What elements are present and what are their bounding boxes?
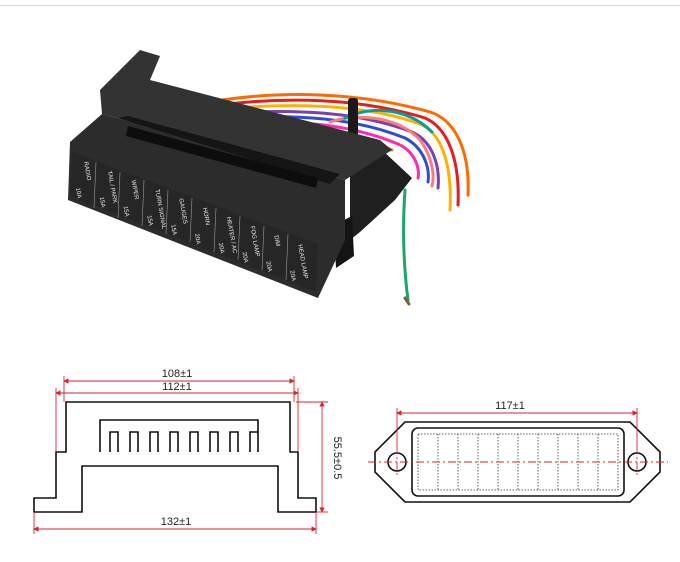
right-bracket [350,150,412,240]
fuse-label-panel [93,161,289,281]
side-view-outline [33,401,317,513]
dimension-132: 132±1 [161,516,192,528]
fuse-rating-0: 10A [74,187,82,199]
fuse-slots [109,431,258,452]
fuse-rating-1: 15A [98,197,106,209]
fuse-label-4: GAUGES [177,198,187,224]
cable-tie [348,98,358,140]
fuse-rating-9: 20A [288,270,296,282]
dimension-112: 112±1 [162,381,192,393]
fuse-label-1: TAIL / PARK [106,171,118,204]
fuse-label-5: HORN [201,207,210,225]
fuse-label-8: DIM [272,235,280,247]
top-divider [0,5,680,6]
fuse-slot-profile [99,419,259,452]
fuse-rating-5: 20A [193,233,201,245]
fuse-rating-4: 15A [169,224,177,236]
fuse-label-7: FOG LAMP [249,226,260,258]
fuse-rating-6: 20A [217,243,225,255]
fuse-rating-7: 20A [241,252,249,264]
top-view-outline [374,421,661,503]
fuse-rating-3: 15A [145,215,153,227]
dimension-117: 117±1 [495,400,525,412]
fuse-rating-2: 15A [122,206,130,218]
dimension-55-5: 55.5±0.5 [331,437,343,480]
fuse-label-0: RADIO [82,161,91,181]
top-view-dimensions [396,408,638,446]
dimension-108: 108±1 [162,368,193,380]
fuse-label-9: HEAD LAMP [296,244,308,279]
top-view-centerlines [368,446,668,478]
side-view-dimensions [33,376,328,534]
fuse-rating-8: 20A [264,261,272,273]
top-flange [100,50,392,180]
fuse-label-2: WIPER [130,180,139,201]
side-view [33,401,317,513]
